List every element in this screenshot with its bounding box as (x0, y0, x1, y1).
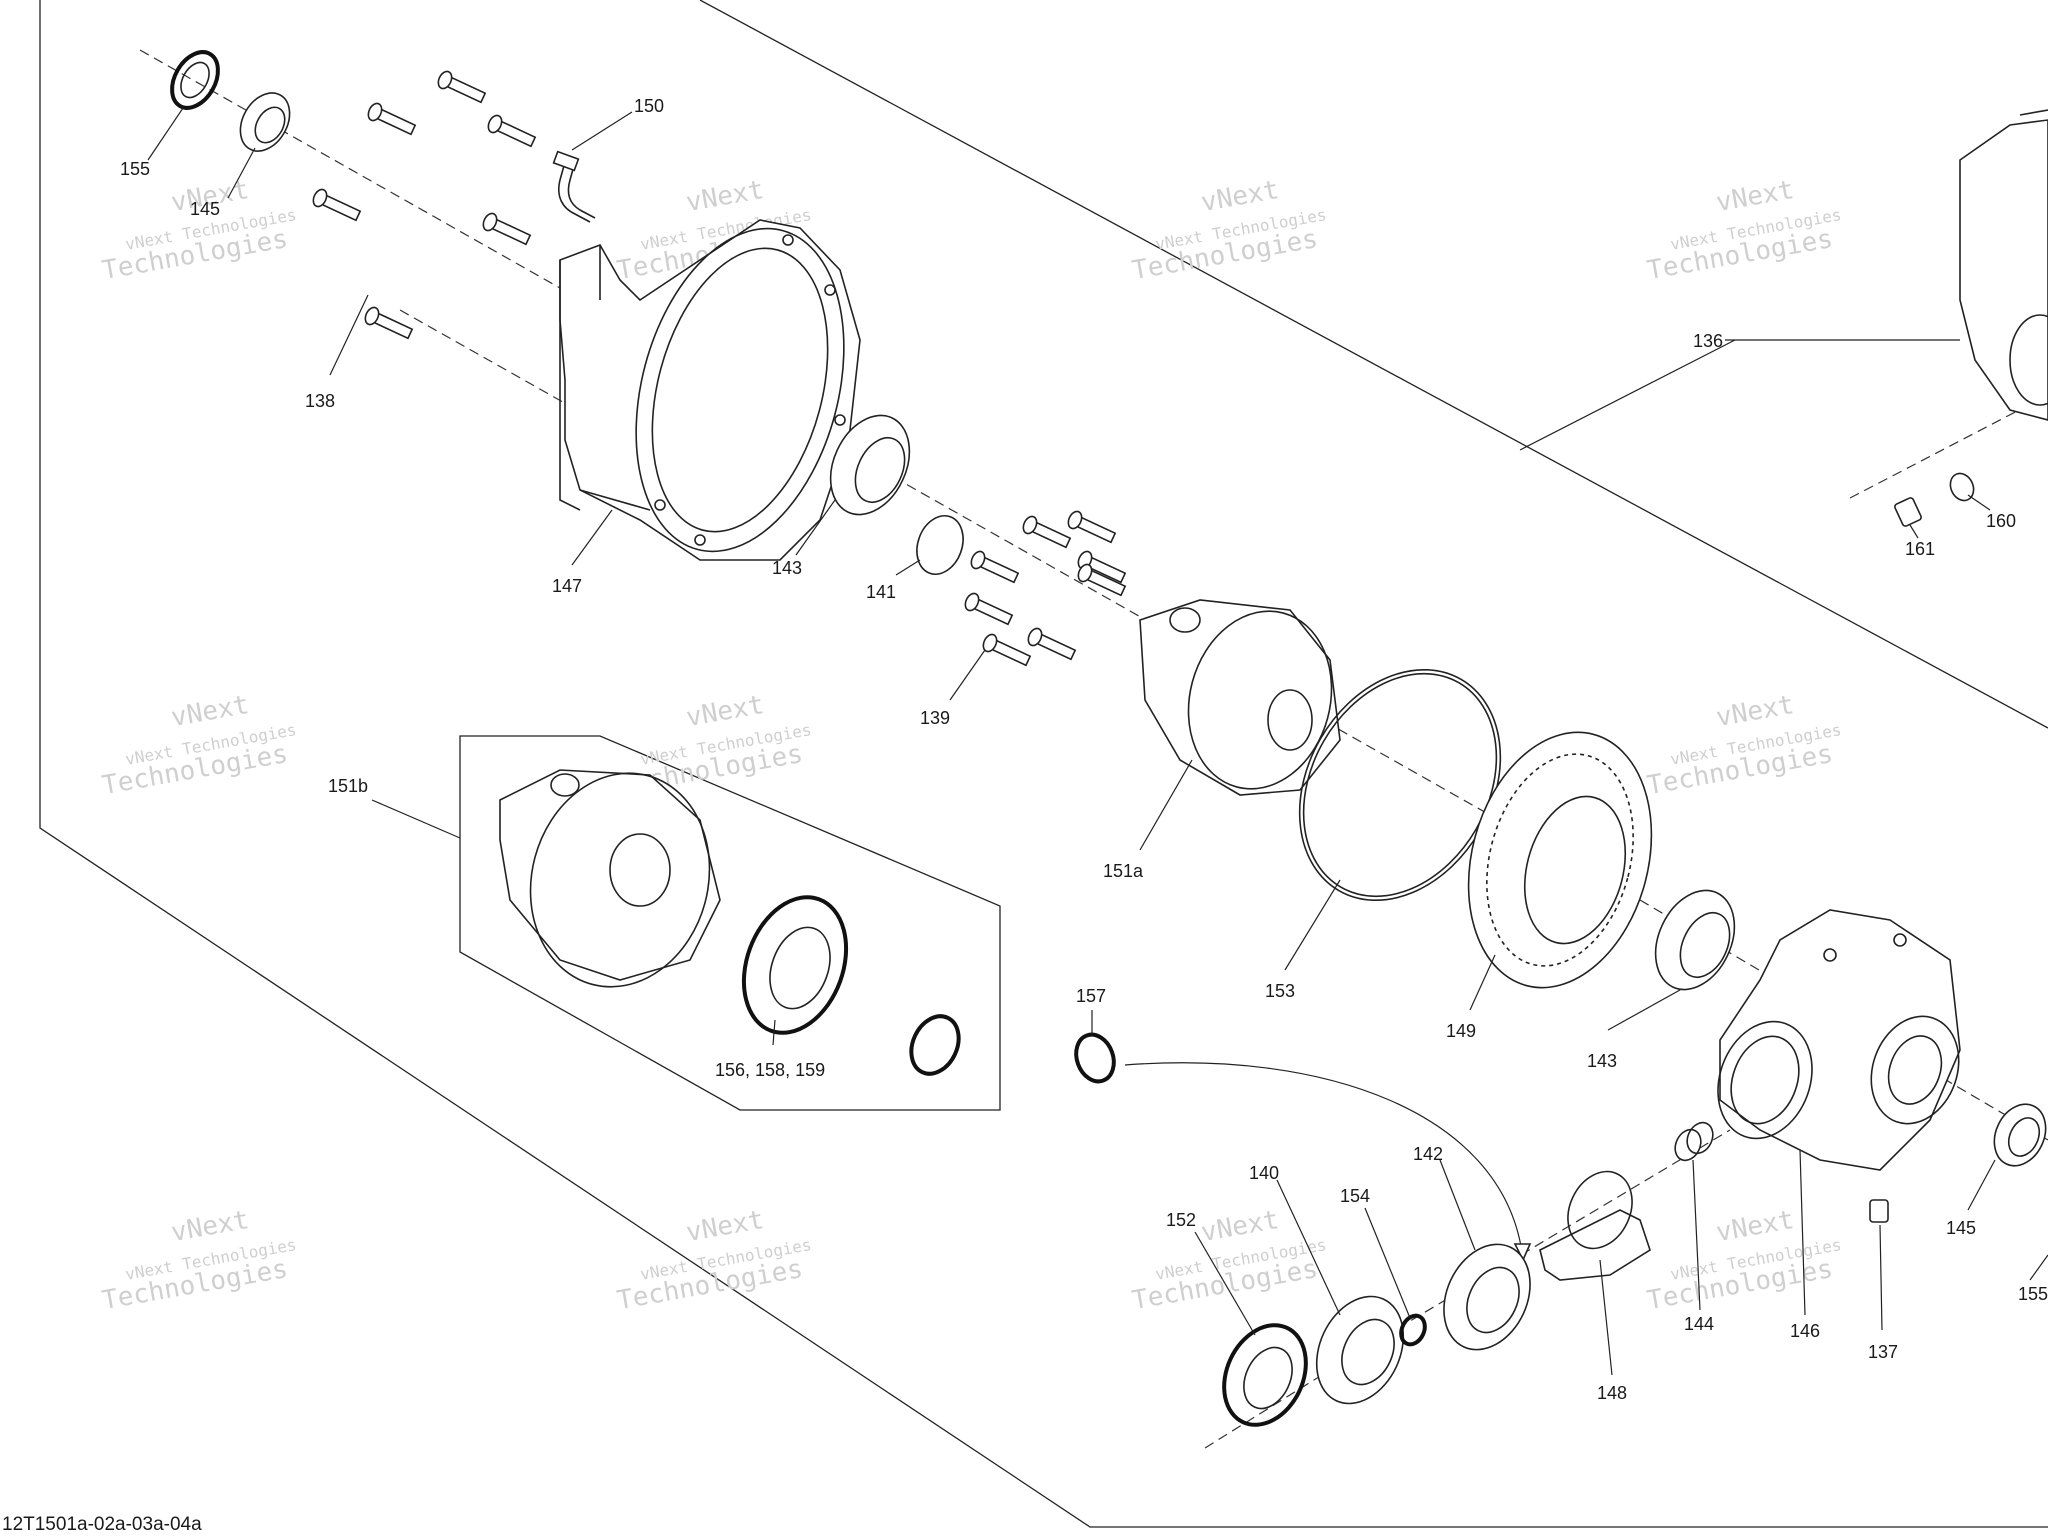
bolt (970, 550, 1020, 584)
bolt (437, 70, 487, 104)
seal-152 (1222, 1323, 1308, 1427)
label-155b: 155 (2018, 1284, 2048, 1304)
label-140: 140 (1249, 1163, 1279, 1183)
bolt (1077, 563, 1127, 597)
seal-155-top (170, 50, 220, 110)
label-139: 139 (920, 708, 950, 728)
housing-146 (1717, 909, 1961, 1171)
label-160: 160 (1986, 511, 2016, 531)
bearing-142 (1443, 1243, 1531, 1351)
bolt (1022, 515, 1072, 549)
bolt (367, 102, 417, 136)
label-147: 147 (552, 576, 582, 596)
bolt (1067, 510, 1117, 544)
label-157: 157 (1076, 986, 1106, 1006)
differential-151a (1139, 599, 1341, 796)
bolt (487, 114, 537, 148)
watermark-text: vNext (1199, 1205, 1281, 1248)
bolt (364, 306, 414, 340)
bearing-144 (1674, 1121, 1714, 1162)
label-154: 154 (1340, 1186, 1370, 1206)
drawing-code: 12T1501a-02a-03a-04a (2, 1514, 202, 1535)
label-138: 138 (305, 391, 335, 411)
ring-154 (1399, 1313, 1427, 1347)
label-161: 161 (1905, 539, 1935, 559)
bolt (312, 188, 362, 222)
watermark-text: vNext (684, 690, 766, 733)
leader-lines (147, 107, 2048, 1376)
label-148: 148 (1597, 1383, 1627, 1403)
watermark-text: vNext (1199, 175, 1281, 218)
bearing-145-right (1993, 1103, 2047, 1167)
label-143b: 143 (1587, 1051, 1617, 1071)
bolt (482, 212, 532, 246)
label-152: 152 (1166, 1210, 1196, 1230)
label-149: 149 (1446, 1021, 1476, 1041)
label-156: 156, 158, 159 (715, 1060, 825, 1080)
bearing-145-top (239, 92, 291, 152)
label-153: 153 (1265, 981, 1295, 1001)
watermark-text: vNext (1714, 690, 1796, 733)
label-145a: 145 (190, 199, 220, 219)
label-143a: 143 (772, 558, 802, 578)
label-137: 137 (1868, 1342, 1898, 1362)
differential-151b (499, 769, 721, 988)
watermark-text: vNext (684, 175, 766, 218)
label-155a: 155 (120, 159, 150, 179)
bearing-143-right (1654, 889, 1736, 991)
label-151a: 151a (1103, 861, 1144, 881)
circlip-kit (909, 1014, 961, 1076)
label-141: 141 (866, 582, 896, 602)
watermark-text: vNext (1714, 175, 1796, 218)
watermark-text: vNext (169, 690, 251, 733)
pinion-148 (1539, 1170, 1651, 1281)
label-142: 142 (1413, 1144, 1443, 1164)
ring-gear-149 (1467, 731, 1653, 989)
label-151b: 151b (328, 776, 368, 796)
oring-157 (1074, 1032, 1116, 1084)
kit-151b-frame (459, 735, 1001, 1111)
part-labels: 155 145 138 150 147 143 141 139 136 161 … (120, 96, 2048, 1403)
label-144: 144 (1684, 1314, 1714, 1334)
diagram-frame (39, 0, 2048, 1528)
label-150: 150 (634, 96, 664, 116)
bolt (982, 633, 1032, 667)
plug-137 (1869, 1199, 1889, 1223)
label-146: 146 (1790, 1321, 1820, 1341)
label-145b: 145 (1946, 1218, 1976, 1238)
washer-160 (1949, 472, 1975, 502)
bolts-138 (312, 70, 537, 340)
nut-140 (1315, 1295, 1405, 1405)
bolt (964, 592, 1014, 626)
breather-tube-150 (552, 150, 596, 223)
bearing-143-top (829, 414, 911, 516)
bolts-139 (964, 510, 1127, 667)
circlip-141 (916, 515, 964, 575)
shim-156 (741, 895, 849, 1035)
label-136: 136 (1693, 331, 1723, 351)
bolt-161 (1894, 497, 1922, 527)
watermark-text: vNext (684, 1205, 766, 1248)
housing-147 (559, 219, 861, 561)
bolt (1027, 627, 1077, 661)
watermark-text: vNext (1714, 1205, 1796, 1248)
housing-136 (1959, 109, 2048, 421)
watermark-text: vNext (169, 1205, 251, 1248)
